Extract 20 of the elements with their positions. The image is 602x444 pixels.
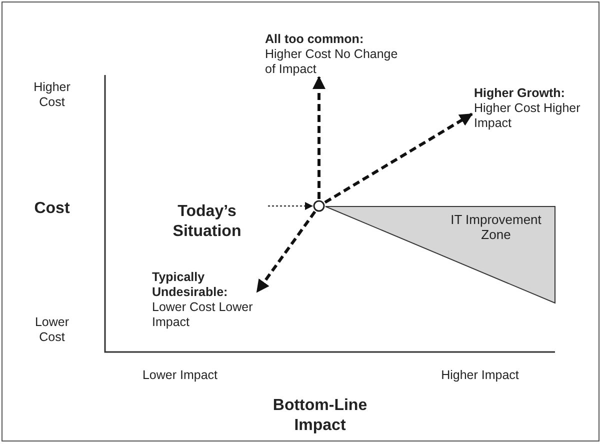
arrow — [312, 76, 326, 199]
arrow — [256, 210, 316, 293]
axis-end-label: Lower Cost — [34, 315, 70, 345]
axis-end-label: Higher Impact — [440, 368, 520, 383]
note-text: Higher Cost No Change of Impact — [265, 47, 399, 77]
zone-label: IT Improvement Zone — [450, 212, 542, 242]
arrow — [324, 112, 473, 204]
axis-end-label: Lower Impact — [141, 368, 219, 383]
note-heading: All too common: — [265, 32, 365, 47]
arrow — [268, 202, 313, 210]
axis-title: Bottom-Line Impact — [272, 396, 368, 436]
note-heading: Typically Undesirable: — [152, 270, 229, 300]
note-text: Higher Cost Higher Impact — [474, 101, 582, 131]
note-heading: Higher Growth: — [474, 86, 566, 101]
situation-point — [313, 200, 325, 212]
note-heading: Today’s Situation — [172, 202, 242, 242]
axis-end-label: Higher Cost — [32, 80, 72, 110]
axis-title: Cost — [33, 199, 71, 219]
note-text: Lower Cost Lower Impact — [152, 300, 254, 330]
improvement-zone — [325, 206, 556, 304]
